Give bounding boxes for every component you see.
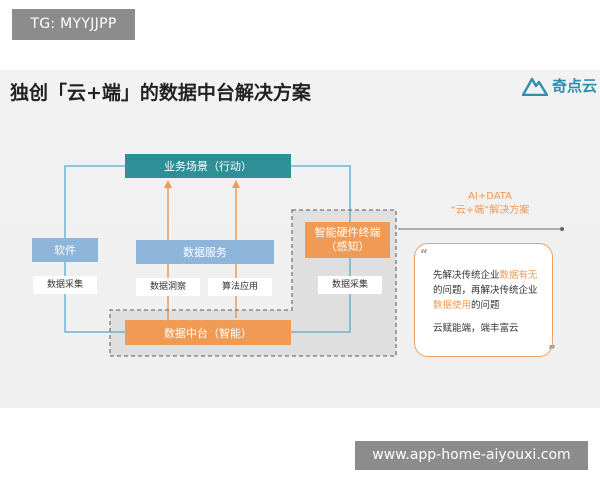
quote-l2: 的问题，再解决传统企业 [433,285,538,296]
ai-title-line2: “云+端”解决方案 [450,205,530,216]
ai-title-line1: AI+DATA [468,191,512,202]
terminal-line1: 智能硬件终端 [314,226,381,239]
business-scene-box: 业务场景（行动） [125,154,291,178]
quote-l4: 云赋能端，端丰富云 [433,323,519,334]
terminal-line2: （感知） [325,240,370,253]
data-service-box: 数据服务 [136,240,274,264]
open-quote-mark: “ [420,247,428,261]
quote-l3-highlight: 数据使用 [433,300,472,311]
slide-title: 独创「云+端」的数据中台解决方案 [10,82,311,104]
software-box: 软件 [32,238,98,262]
quote-l1-highlight: 数据有无 [499,270,538,281]
logo-text: 奇点云 [552,77,598,95]
site-watermark: www.app-home-aiyouxi.com [355,441,588,470]
mountain-logo-icon [522,77,548,96]
data-center-box: 数据中台（智能） [125,320,291,345]
quote-text: 先解决传统企业数据有无 的问题，再解决传统企业 数据使用的问题 云赋能端，端丰富… [433,268,558,336]
quote-card [414,243,553,357]
label-insight: 数据洞察 [136,278,200,296]
smart-terminal-box: 智能硬件终端 （感知） [305,222,390,258]
quote-l3b: 的问题 [471,300,500,311]
brand-logo: 奇点云 [522,75,597,96]
label-collect-right: 数据采集 [318,276,382,294]
label-collect-left: 数据采集 [33,276,97,294]
quote-l1a: 先解决传统企业 [433,270,500,281]
close-quote-mark: ” [548,343,556,357]
ai-data-heading: AI+DATA “云+端”解决方案 [420,190,560,218]
label-algo: 算法应用 [208,278,272,296]
channel-tag: TG: MYYJJPP [12,9,135,40]
